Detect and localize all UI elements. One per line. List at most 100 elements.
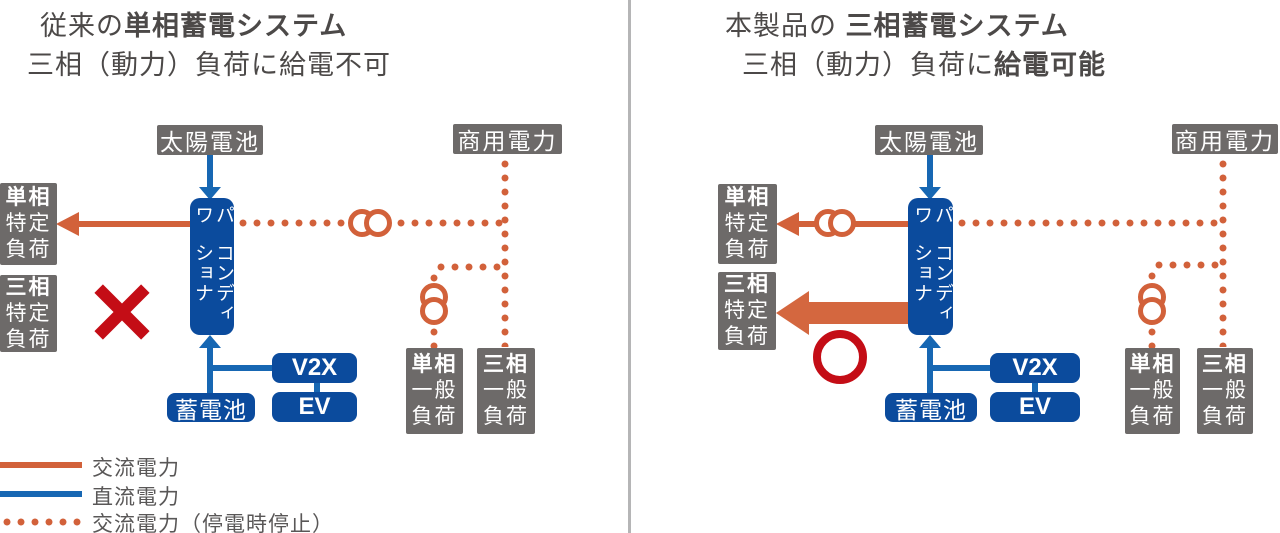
right-subtitle-emphasis: 給電可能 — [994, 50, 1106, 80]
load-line: 単相 — [411, 353, 458, 376]
load-line: 単相 — [5, 186, 52, 209]
load-line: 単相 — [724, 186, 771, 209]
right-subtitle-text: 三相（動力）負荷に — [742, 50, 994, 80]
right-branch-dotted-line — [1152, 261, 1224, 269]
left-ac-arrow-left-icon — [56, 212, 79, 236]
right-branch-vertical-dotted-b — [1148, 325, 1156, 348]
right-branch-vertical-dotted-a — [1148, 269, 1156, 283]
right-transformer-icon — [828, 209, 856, 237]
right-title-prefix: 本製品の — [725, 11, 846, 41]
right-single-phase-general-load-box: 単相 一般 負荷 — [1125, 348, 1180, 434]
left-panel-subtitle: 三相（動力）負荷に給電不可 — [27, 43, 391, 82]
left-grid-box: 商用電力 — [453, 124, 562, 154]
legend-dc-label: 直流電力 — [92, 486, 180, 509]
left-single-phase-specific-load-box: 単相 特定 負荷 — [0, 183, 57, 265]
left-single-phase-general-load-box: 単相 一般 負荷 — [406, 348, 463, 434]
right-pcs-line1: パワー — [890, 205, 953, 225]
left-pcs-line2: コンディショナ — [192, 242, 234, 323]
load-line: 三相 — [1202, 353, 1248, 376]
left-solar-arrow-down-icon — [199, 187, 221, 200]
legend-ac-outage-label: 交流電力（停電時停止） — [92, 513, 334, 533]
load-line: 一般 — [411, 379, 458, 402]
load-line: 特定 — [724, 212, 771, 235]
right-ac-arrow-left-icon — [776, 212, 799, 236]
left-grid-dotted-line-b — [394, 219, 506, 227]
right-v2x-dc-line — [930, 365, 990, 371]
left-battery-arrow-up-icon — [199, 335, 221, 348]
load-line: 三相 — [5, 275, 52, 299]
right-branch-transformer-icon — [1138, 297, 1166, 325]
right-ev-box: EV — [990, 392, 1080, 422]
left-solar-box: 太陽電池 — [157, 125, 263, 155]
left-ev-label: EV — [298, 393, 331, 420]
right-solar-label: 太陽電池 — [879, 129, 979, 155]
left-branch-vertical-dotted-b — [430, 325, 438, 348]
legend-ac-outage-line-sample — [0, 518, 82, 526]
load-line: 負荷 — [1202, 405, 1248, 428]
left-ev-box: EV — [272, 392, 357, 422]
right-pcs-line2: コンディショナ — [911, 242, 953, 323]
right-thick-ac-line — [806, 302, 908, 324]
load-line: 特定 — [5, 212, 52, 235]
load-line: 三相 — [483, 353, 529, 376]
left-battery-label: 蓄電池 — [175, 396, 247, 423]
right-panel-title: 本製品の 三相蓄電システム — [725, 4, 1069, 43]
right-ac-line-to-single-specific-a — [794, 221, 818, 227]
load-line: 三相 — [724, 273, 770, 296]
load-line: 負荷 — [724, 325, 770, 348]
right-thick-ac-arrow-left-icon — [776, 291, 809, 335]
right-grid-label: 商用電力 — [1175, 128, 1275, 154]
right-panel-subtitle: 三相（動力）負荷に給電可能 — [742, 43, 1106, 82]
load-line: 負荷 — [5, 327, 52, 351]
load-line: 一般 — [483, 379, 529, 402]
legend-dc-line-sample — [0, 491, 82, 497]
right-three-phase-general-load-box: 三相 一般 負荷 — [1197, 348, 1253, 434]
right-v2x-box: V2X — [990, 353, 1080, 383]
left-three-phase-general-load-box: 三相 一般 負荷 — [477, 348, 535, 434]
left-pcs-line1: パワー — [171, 205, 234, 225]
left-subtitle-text: 三相（動力）負荷に給電不可 — [27, 50, 391, 80]
legend-ac-line-sample — [0, 462, 82, 468]
left-v2x-box: V2X — [272, 353, 357, 383]
left-branch-transformer-icon — [420, 297, 448, 325]
load-line: 一般 — [1202, 379, 1248, 402]
left-grid-dotted-line-a — [236, 219, 346, 227]
right-power-conditioner-label: パワー コンディショナ — [890, 205, 953, 331]
right-single-phase-specific-load-box: 単相 特定 負荷 — [718, 184, 777, 264]
right-power-conditioner-box: パワー コンディショナ — [890, 198, 953, 335]
load-line: 特定 — [724, 299, 770, 322]
right-grid-vertical-dotted-line — [1219, 157, 1227, 347]
left-v2x-ev-connector — [314, 383, 320, 392]
load-line: 一般 — [1129, 379, 1176, 402]
right-battery-arrow-up-icon — [919, 335, 941, 348]
left-grid-vertical-dotted-line — [501, 157, 509, 347]
right-battery-box: 蓄電池 — [885, 393, 977, 423]
left-transformer-icon — [364, 209, 392, 237]
left-branch-dotted-line — [434, 263, 506, 271]
right-grid-box: 商用電力 — [1172, 124, 1278, 154]
load-line: 負荷 — [724, 238, 771, 261]
right-ev-label: EV — [1018, 393, 1051, 420]
right-solar-box: 太陽電池 — [875, 125, 983, 155]
load-line: 単相 — [1129, 353, 1176, 376]
left-power-conditioner-box: パワー コンディショナ — [171, 198, 234, 335]
right-ac-line-to-single-specific-b — [852, 221, 908, 227]
left-solar-label: 太陽電池 — [160, 129, 260, 155]
left-v2x-label: V2X — [291, 354, 338, 381]
right-v2x-ev-connector — [1032, 383, 1038, 392]
left-ac-line-to-single-specific — [74, 221, 190, 227]
left-three-phase-specific-load-box: 三相 特定 負荷 — [0, 275, 57, 352]
left-panel-title: 従来の単相蓄電システム — [40, 4, 347, 43]
left-battery-box: 蓄電池 — [167, 393, 255, 423]
load-line: 負荷 — [411, 405, 458, 428]
left-branch-vertical-dotted-a — [430, 271, 438, 285]
left-title-emphasis: 単相蓄電システム — [124, 11, 348, 41]
right-solar-dc-line — [927, 155, 933, 189]
load-line: 特定 — [5, 301, 52, 325]
right-battery-label: 蓄電池 — [895, 396, 967, 423]
left-grid-label: 商用電力 — [457, 128, 558, 154]
right-v2x-label: V2X — [1012, 354, 1058, 381]
left-solar-dc-line — [207, 155, 213, 189]
load-line: 負荷 — [1129, 405, 1176, 428]
legend-ac-label: 交流電力 — [92, 457, 180, 480]
